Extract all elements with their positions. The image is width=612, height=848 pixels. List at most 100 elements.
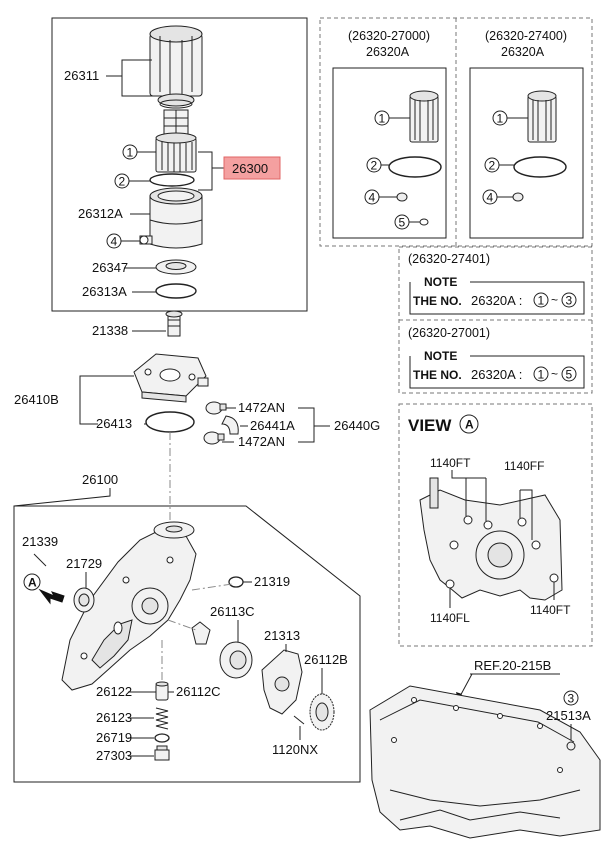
label-21729: 21729 <box>66 556 102 571</box>
label-26413: 26413 <box>96 416 132 431</box>
label-21319: 21319 <box>254 574 290 589</box>
kit-b-item-2: 2 <box>489 159 496 173</box>
label-26441A: 26441A <box>250 418 295 433</box>
front-seal-part[interactable] <box>73 587 95 613</box>
kit-a-item-2: 2 <box>371 159 378 173</box>
note-b-title: NOTE <box>424 349 457 363</box>
kit-a-washer-part[interactable] <box>396 192 408 202</box>
view-label-1140FF: 1140FF <box>504 459 544 473</box>
note-a-to: 3 <box>566 294 573 308</box>
label-26312A: 26312A <box>78 206 123 221</box>
cap-o-ring-part[interactable] <box>159 99 193 109</box>
kit-a-element-part[interactable] <box>409 90 439 143</box>
note-a-part: 26320A : <box>471 293 522 308</box>
inner-rotor-part[interactable] <box>191 621 211 645</box>
label-26311: 26311 <box>64 68 99 83</box>
note-a-prefix: THE NO. <box>413 294 462 308</box>
label-26300: 26300 <box>232 161 268 176</box>
label-26113C: 26113C <box>210 604 255 619</box>
view-marker: A <box>465 418 474 432</box>
label-1120NX: 1120NX <box>272 742 318 757</box>
marker-1: 1 <box>127 146 134 160</box>
oil-cooler-part[interactable] <box>133 353 209 403</box>
label-ref: REF.20-215B <box>474 658 551 673</box>
note-b-part: 26320A : <box>471 367 522 382</box>
label-26313A: 26313A <box>82 284 127 299</box>
housing-bolt-part[interactable] <box>139 235 153 245</box>
view-a-marker: A <box>28 576 37 590</box>
cooler-gasket-part[interactable] <box>145 411 195 433</box>
marker-3: 3 <box>568 692 575 706</box>
note-a-from: 1 <box>538 294 545 308</box>
note-b-to: 5 <box>566 368 573 382</box>
label-26100: 26100 <box>82 472 118 487</box>
kit-a-box <box>332 67 447 239</box>
label-21513A: 21513A <box>546 708 591 723</box>
filter-element-part[interactable] <box>155 132 197 173</box>
kit-b-box <box>469 67 584 239</box>
kit-a-item-4: 4 <box>369 191 376 205</box>
large-o-ring-part[interactable] <box>155 283 197 299</box>
kit-a-item-5: 5 <box>399 216 406 230</box>
filter-group-frame <box>51 17 308 312</box>
label-1472AN-top: 1472AN <box>238 400 285 415</box>
kit-a-item-1: 1 <box>379 112 386 126</box>
pump-cover-part[interactable] <box>261 649 303 715</box>
label-27303: 27303 <box>96 748 132 763</box>
pump-group-frame <box>13 505 361 783</box>
view-a-frame <box>398 403 593 647</box>
filter-o-ring-part[interactable] <box>149 173 195 187</box>
highlight-26300[interactable] <box>223 156 281 180</box>
pump-rear-view-part[interactable] <box>419 477 563 601</box>
label-26112B: 26112B <box>304 652 348 667</box>
kit-b-washer-part[interactable] <box>512 192 524 202</box>
filter-cage-part[interactable] <box>163 109 189 137</box>
seal-ring-part[interactable] <box>155 259 197 275</box>
filter-housing-part[interactable] <box>149 187 203 249</box>
label-26123: 26123 <box>96 710 132 725</box>
kit-a-o-ring-part[interactable] <box>388 156 442 178</box>
drive-gear-part[interactable] <box>309 693 335 731</box>
adapter-bolt-part[interactable] <box>165 310 183 337</box>
kit-b-code: (26320-27400) <box>485 29 567 43</box>
kit-b-o-ring-part[interactable] <box>513 156 567 178</box>
kit-a-part: 26320A <box>366 45 410 59</box>
relief-spring-part[interactable] <box>155 707 169 730</box>
view-label-1140FT-top: 1140FT <box>430 456 471 470</box>
view-title: VIEW <box>408 416 452 435</box>
note-a-tilde: ~ <box>551 293 558 307</box>
label-26347: 26347 <box>92 260 128 275</box>
kit-a-code: (26320-27000) <box>348 29 430 43</box>
label-21338: 21338 <box>92 323 128 338</box>
kit-b-item-4: 4 <box>487 191 494 205</box>
outer-rotor-part[interactable] <box>219 641 253 679</box>
small-o-ring-part[interactable] <box>228 576 244 588</box>
oil-pan-part[interactable] <box>369 685 601 839</box>
note-b-prefix: THE NO. <box>413 368 462 382</box>
marker-4: 4 <box>111 235 118 249</box>
plug-gasket-part[interactable] <box>154 733 170 743</box>
oil-pump-body-part[interactable] <box>61 521 197 691</box>
drain-plug-washer-part[interactable] <box>566 741 576 751</box>
hose-clamp-top-part[interactable] <box>205 401 227 415</box>
label-21313: 21313 <box>264 628 300 643</box>
label-26122: 26122 <box>96 684 132 699</box>
kit-a-small-ring-part[interactable] <box>419 218 429 226</box>
hose-clamp-bottom-part[interactable] <box>203 431 225 445</box>
view-label-1140FT-bot: 1140FT <box>530 603 571 617</box>
hose-part[interactable] <box>221 415 239 435</box>
marker-2: 2 <box>119 175 126 189</box>
filter-cap-part[interactable] <box>149 25 203 107</box>
label-21339: 21339 <box>22 534 58 549</box>
relief-plunger-part[interactable] <box>155 681 169 701</box>
view-direction-arrow <box>38 588 65 605</box>
note-a-title: NOTE <box>424 275 457 289</box>
note-b-tilde: ~ <box>551 367 558 381</box>
note-b-code: (26320-27001) <box>408 326 490 340</box>
kit-b-item-1: 1 <box>497 112 504 126</box>
kit-b-element-part[interactable] <box>527 90 557 143</box>
label-26410B: 26410B <box>14 392 59 407</box>
note-b-from: 1 <box>538 368 545 382</box>
relief-plug-part[interactable] <box>154 745 170 761</box>
